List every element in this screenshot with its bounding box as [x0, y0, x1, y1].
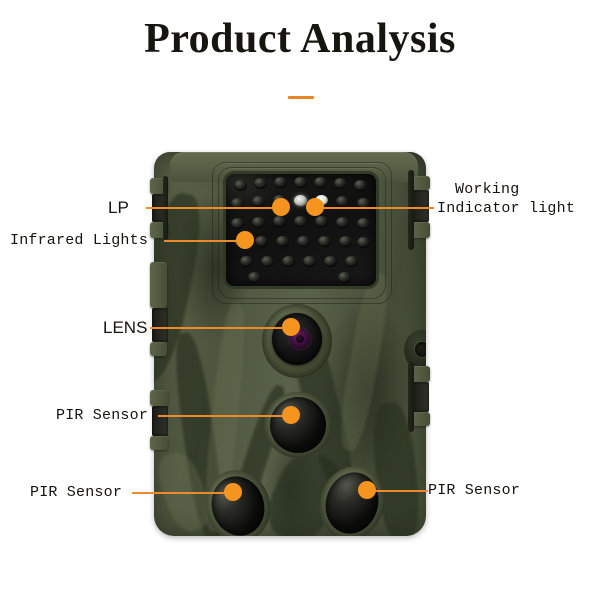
callout-label-infrared-lights: Infrared Lights	[10, 232, 149, 249]
latch-right-top	[412, 176, 430, 190]
callout-label-working-indicator-line2: Indicator light	[437, 200, 576, 217]
latch-left-bottom	[150, 390, 168, 406]
infrared-led-panel	[226, 174, 376, 286]
callout-label-pir-right: PIR Sensor	[428, 482, 521, 499]
callout-dot-infrared-lights	[236, 231, 254, 249]
callout-dot-pir-right	[358, 481, 376, 499]
latch-left-bottom2	[150, 436, 168, 450]
leader-line-pir-left	[132, 492, 232, 494]
callout-label-lp: LP	[108, 198, 129, 217]
hinge-right-top	[412, 190, 429, 222]
latch-left-mid2	[150, 342, 167, 356]
leader-line-working-indicator	[322, 207, 434, 209]
callout-dot-pir-left	[224, 483, 242, 501]
leader-line-pir-center	[158, 415, 288, 417]
leader-line-lens	[150, 327, 282, 329]
latch-right-top2	[412, 222, 430, 238]
leader-line-infrared-lights	[164, 240, 244, 242]
mounting-hole	[415, 342, 426, 357]
leader-line-pir-right	[374, 490, 428, 492]
hinge-rail-right	[408, 170, 414, 250]
hinge-right-bottom	[412, 382, 429, 412]
panel-bezel	[212, 162, 392, 304]
callout-label-lens: LENS	[103, 318, 148, 337]
leader-line-lp	[146, 207, 280, 209]
callout-dot-pir-center	[282, 406, 300, 424]
latch-left-mid	[150, 262, 167, 308]
pir-sensor-center	[270, 397, 326, 453]
camera-body	[154, 152, 426, 536]
latch-right-bottom2	[412, 412, 430, 426]
latch-right-bottom	[412, 366, 430, 382]
hinge-rail-right-2	[408, 362, 414, 432]
callout-dot-lp	[272, 198, 290, 216]
hinge-left-mid	[152, 308, 168, 342]
page-title: Product Analysis	[144, 16, 456, 62]
hinge-left-bottom	[152, 406, 168, 436]
callout-label-working-indicator-line1: Working	[455, 181, 520, 198]
title-divider	[288, 96, 314, 99]
callout-dot-lens	[282, 318, 300, 336]
callout-dot-working-indicator	[306, 198, 324, 216]
callout-label-pir-left: PIR Sensor	[30, 484, 123, 501]
trail-camera-image	[150, 150, 430, 538]
callout-label-pir-center: PIR Sensor	[56, 407, 149, 424]
panel-bezel	[218, 167, 386, 299]
